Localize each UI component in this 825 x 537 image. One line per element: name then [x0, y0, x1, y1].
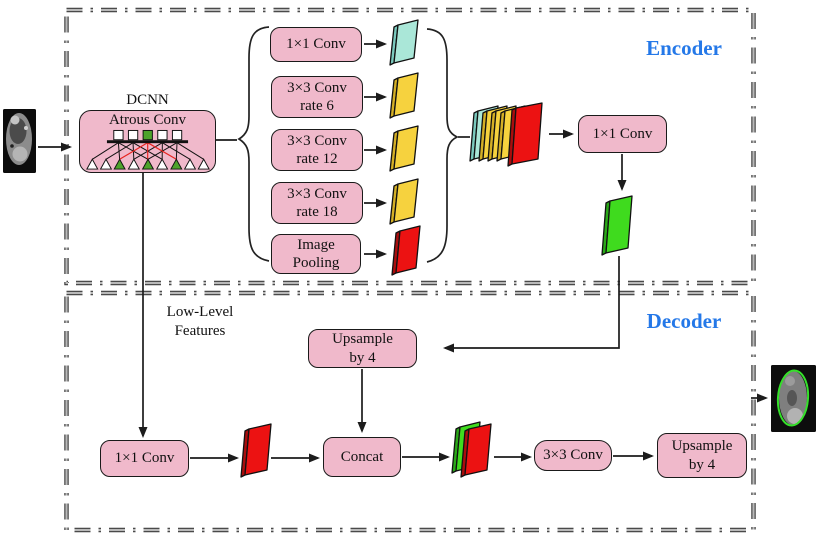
decoder-conv3x3-label: 3×3 Conv: [543, 447, 603, 464]
decoder-conv3x3-box: 3×3 Conv: [534, 440, 612, 471]
concat-box: Concat: [323, 437, 401, 477]
input-mri-image: [3, 109, 36, 173]
branch-conv1x1-label: 1×1 Conv: [286, 36, 346, 53]
branch-rate18-label: 3×3 Conv: [287, 185, 347, 202]
segmentation-contour: [776, 369, 810, 427]
right-brace: [426, 28, 459, 263]
feature-map-stack-decoder: [451, 421, 492, 478]
dcnn-atrous-conv-box: Atrous Conv: [79, 110, 216, 173]
output-mri-image: [771, 365, 816, 432]
branch-image-pooling-box: Image Pooling: [271, 234, 361, 274]
dcnn-title: DCNN: [126, 92, 169, 108]
low-level-line2: Features: [174, 322, 226, 339]
atrous-conv-label: Atrous Conv: [108, 112, 187, 128]
arrow-greenmap-to-upsample: [443, 256, 620, 353]
encoder-conv1x1-box: 1×1 Conv: [578, 115, 667, 153]
upsample-out-sublabel: by 4: [688, 456, 716, 473]
low-level-line1: Low-Level: [166, 304, 234, 320]
feature-maps: [240, 19, 633, 478]
upsample-out-label: Upsample: [671, 438, 733, 455]
feature-map-yellow-r6: [389, 72, 419, 119]
encoder-conv1x1-label: 1×1 Conv: [592, 125, 653, 142]
feature-map-stack-encoder: [469, 102, 543, 167]
feature-map-cyan: [389, 19, 419, 66]
branch-rate6-box: 3×3 Conv rate 6: [271, 76, 363, 118]
concat-label: Concat: [340, 448, 384, 465]
decoder-conv1x1-box: 1×1 Conv: [100, 440, 189, 477]
branch-rate12-sublabel: rate 12: [296, 151, 338, 167]
upsample-out-box: Upsample by 4: [657, 433, 747, 478]
branch-rate6-sublabel: rate 6: [300, 98, 334, 114]
connectors: [38, 39, 768, 463]
branch-conv1x1-box: 1×1 Conv: [270, 27, 362, 62]
feature-map-yellow-r12: [389, 125, 419, 172]
branch-rate18-sublabel: rate 18: [296, 204, 338, 220]
low-level-features-label: Low-Level Features: [148, 303, 252, 341]
atrous-input-triangles: [86, 158, 210, 170]
feature-map-red-lowlevel: [240, 423, 272, 478]
feature-map-red-pooling: [391, 225, 421, 276]
atrous-bar: [106, 140, 189, 144]
decoder-section-label: Decoder: [646, 309, 722, 333]
atrous-conv-illustration: [86, 129, 210, 170]
decoder-border: [64, 290, 756, 533]
feature-map-yellow-r18: [389, 178, 419, 225]
upsample-mid-label: Upsample: [332, 331, 393, 348]
upsample-mid-box: Upsample by 4: [308, 329, 417, 368]
branch-rate18-box: 3×3 Conv rate 18: [271, 182, 363, 224]
branch-rate12-label: 3×3 Conv: [287, 132, 347, 149]
atrous-green-square: [142, 129, 153, 141]
branch-rate6-label: 3×3 Conv: [287, 79, 347, 96]
atrous-kernel-squares: [113, 129, 183, 141]
branch-rate12-box: 3×3 Conv rate 12: [271, 129, 363, 171]
atrous-red-links: [119, 142, 177, 160]
image-pooling-sublabel: Pooling: [292, 255, 340, 271]
decoder-conv1x1-label: 1×1 Conv: [114, 450, 175, 467]
encoder-section-label: Encoder: [646, 36, 722, 60]
left-brace: [237, 26, 270, 262]
image-pooling-label: Image: [297, 236, 335, 253]
feature-map-green: [601, 195, 633, 256]
upsample-mid-sublabel: by 4: [349, 349, 376, 366]
